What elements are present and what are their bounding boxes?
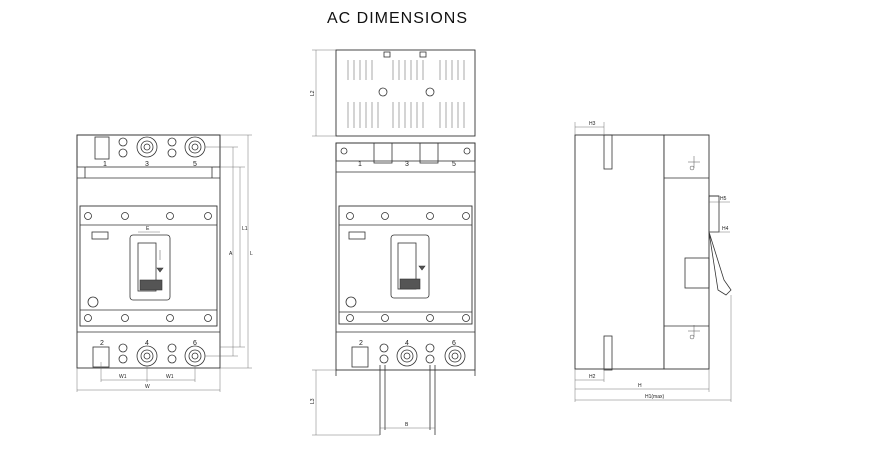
terminal-6: 6 [193, 340, 197, 347]
dim-e-label: E [146, 226, 150, 232]
dim-h2-label: H2 [589, 374, 596, 380]
dim-h-label: H [638, 383, 642, 389]
terminal-4: 4 [145, 340, 149, 347]
dim-l3-label: L3 [310, 398, 316, 404]
dim-h5-label: H5 [720, 196, 727, 202]
dim-b-label: B [405, 422, 409, 428]
terminal-3: 3 [145, 161, 149, 168]
terminal-2: 2 [100, 340, 104, 347]
mid-terminal-1: 1 [358, 161, 362, 168]
dim-h3-label: H3 [589, 121, 596, 127]
dim-w-label: W [145, 384, 150, 390]
middle-view: 1 3 5 2 4 6 L2 L3 B [310, 49, 476, 436]
mid-terminal-6: 6 [452, 340, 456, 347]
side-view: H3 H5 H4 H2 H H1(max) [574, 121, 732, 402]
dim-h4-label: H4 [722, 226, 729, 232]
dim-a-label: A [229, 251, 233, 257]
terminal-1: 1 [103, 161, 107, 168]
dim-w1-left-label: W1 [119, 374, 127, 380]
page-title: AC DIMENSIONS [326, 10, 468, 27]
terminal-5: 5 [193, 161, 197, 168]
dim-h1-label: H1(max) [645, 394, 665, 400]
mid-terminal-2: 2 [359, 340, 363, 347]
mid-terminal-3: 3 [405, 161, 409, 168]
dim-w1-right-label: W1 [166, 374, 174, 380]
dim-l-label: L [250, 251, 253, 257]
mid-terminal-5: 5 [452, 161, 456, 168]
dim-l2-label: L2 [310, 90, 316, 96]
dim-l1-label: L1 [242, 226, 248, 232]
front-view: 1 3 5 2 4 6 E A L1 L W1 W1 W [76, 134, 253, 392]
mid-terminal-4: 4 [405, 340, 409, 347]
